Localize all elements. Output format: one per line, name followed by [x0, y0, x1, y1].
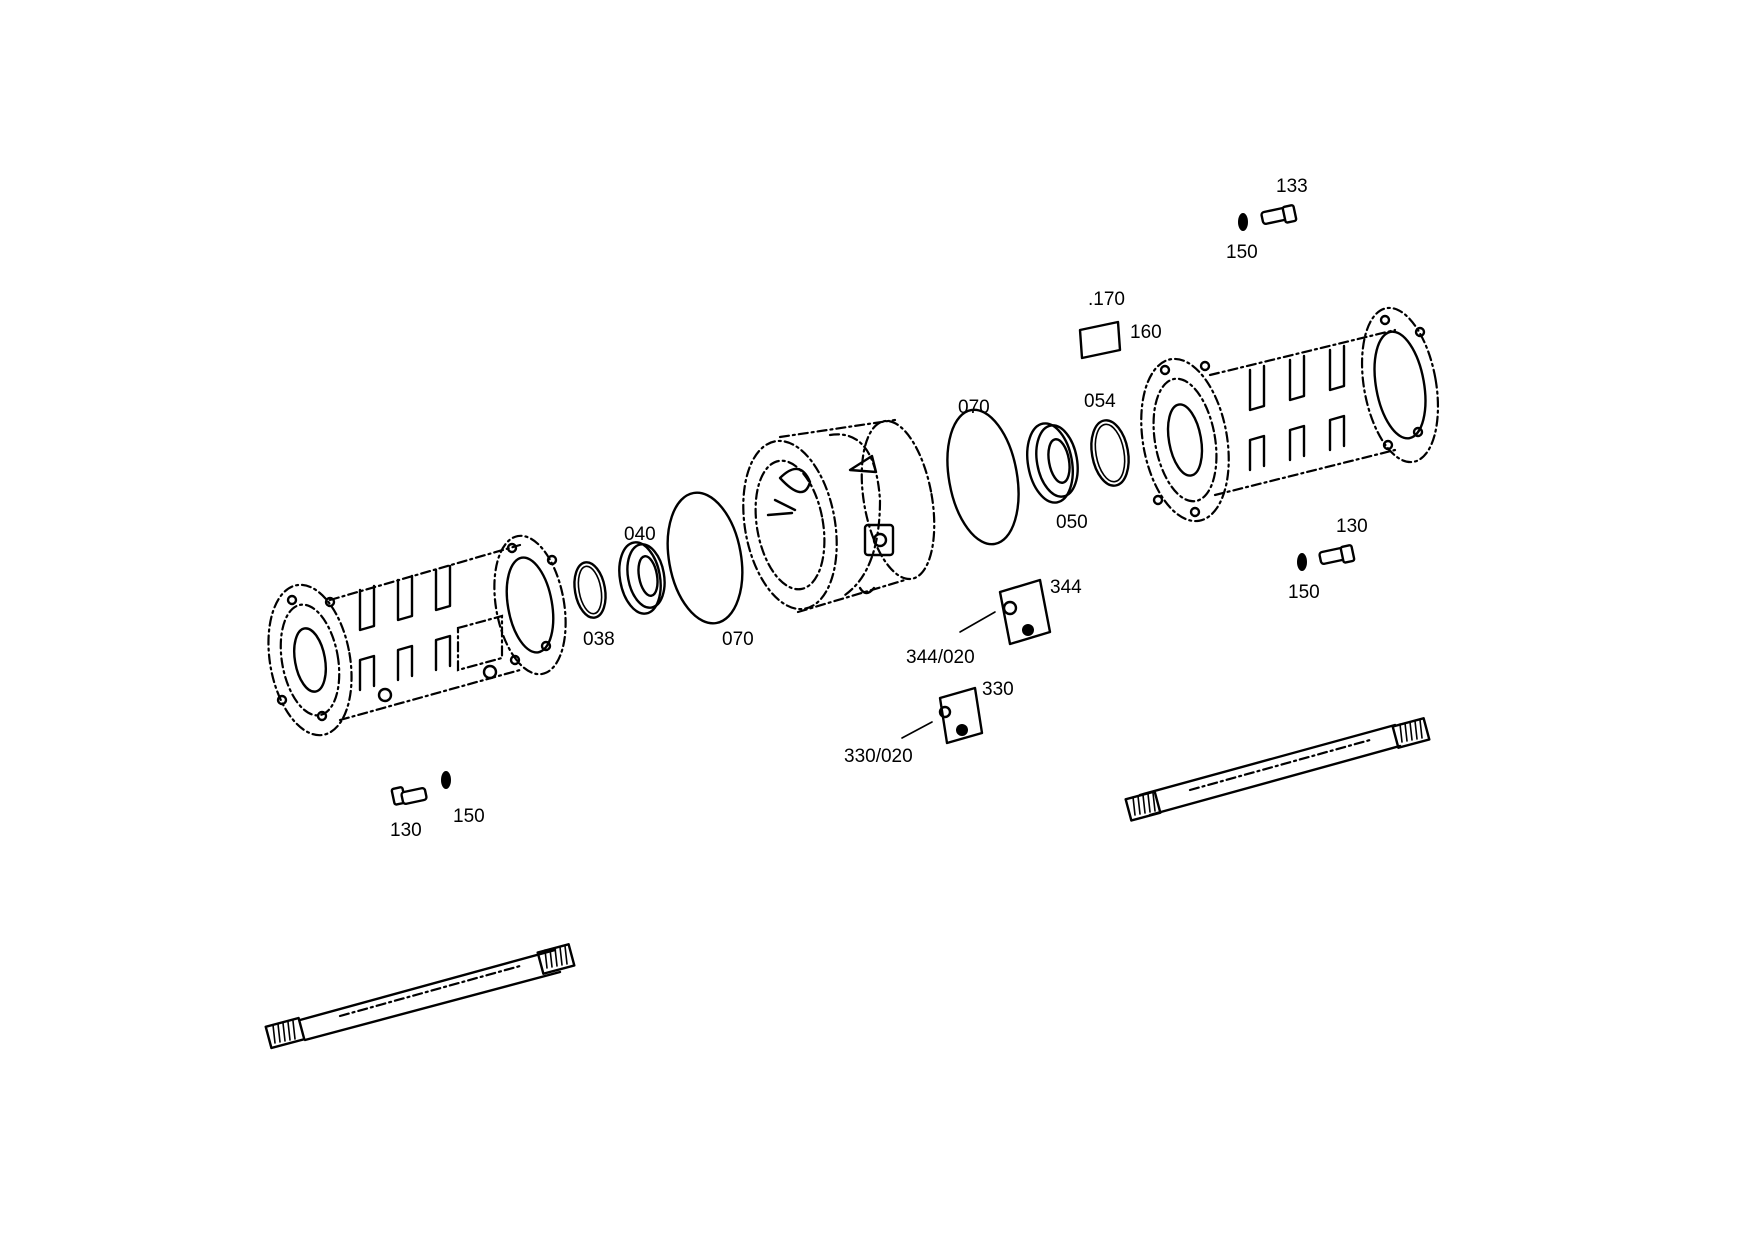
washer-150-left [441, 771, 451, 789]
o-ring-070-left [666, 491, 744, 625]
label-160: 160 [1130, 322, 1162, 343]
cover-plate-160 [1078, 320, 1122, 360]
label-330-020: 330/020 [844, 746, 913, 767]
label-070-right: 070 [958, 397, 990, 418]
plug-330 [901, 686, 984, 745]
label-150-right: 150 [1288, 582, 1320, 603]
bolt-133 [1260, 204, 1298, 226]
washer-150-top [1238, 213, 1248, 231]
label-150-left: 150 [453, 806, 485, 827]
bearing-040 [618, 541, 666, 615]
label-050: 050 [1056, 512, 1088, 533]
label-330: 330 [982, 679, 1014, 700]
label-170: .170 [1088, 289, 1125, 310]
bearing-050 [1026, 422, 1079, 504]
bolt-130-right [1318, 544, 1356, 566]
label-344: 344 [1050, 577, 1082, 598]
right-axle-housing [1140, 306, 1440, 523]
label-130-left: 130 [390, 820, 422, 841]
o-ring-070-right [946, 408, 1020, 546]
label-130-right: 130 [1336, 516, 1368, 537]
label-344-020: 344/020 [906, 647, 975, 668]
label-133: 133 [1276, 176, 1308, 197]
label-070-left: 070 [722, 629, 754, 650]
o-ring-038 [573, 561, 607, 619]
axle-shaft-left [264, 943, 576, 1050]
left-axle-housing [267, 534, 567, 737]
label-038: 038 [583, 629, 615, 650]
washer-150-right [1297, 553, 1307, 571]
breather-344 [959, 578, 1052, 646]
bolt-130-left [390, 786, 428, 806]
axle-shaft-right [1124, 717, 1431, 822]
o-ring-054 [1090, 419, 1130, 487]
label-054: 054 [1084, 391, 1116, 412]
label-040: 040 [624, 524, 656, 545]
differential-housing [742, 418, 936, 614]
label-150-top: 150 [1226, 242, 1258, 263]
